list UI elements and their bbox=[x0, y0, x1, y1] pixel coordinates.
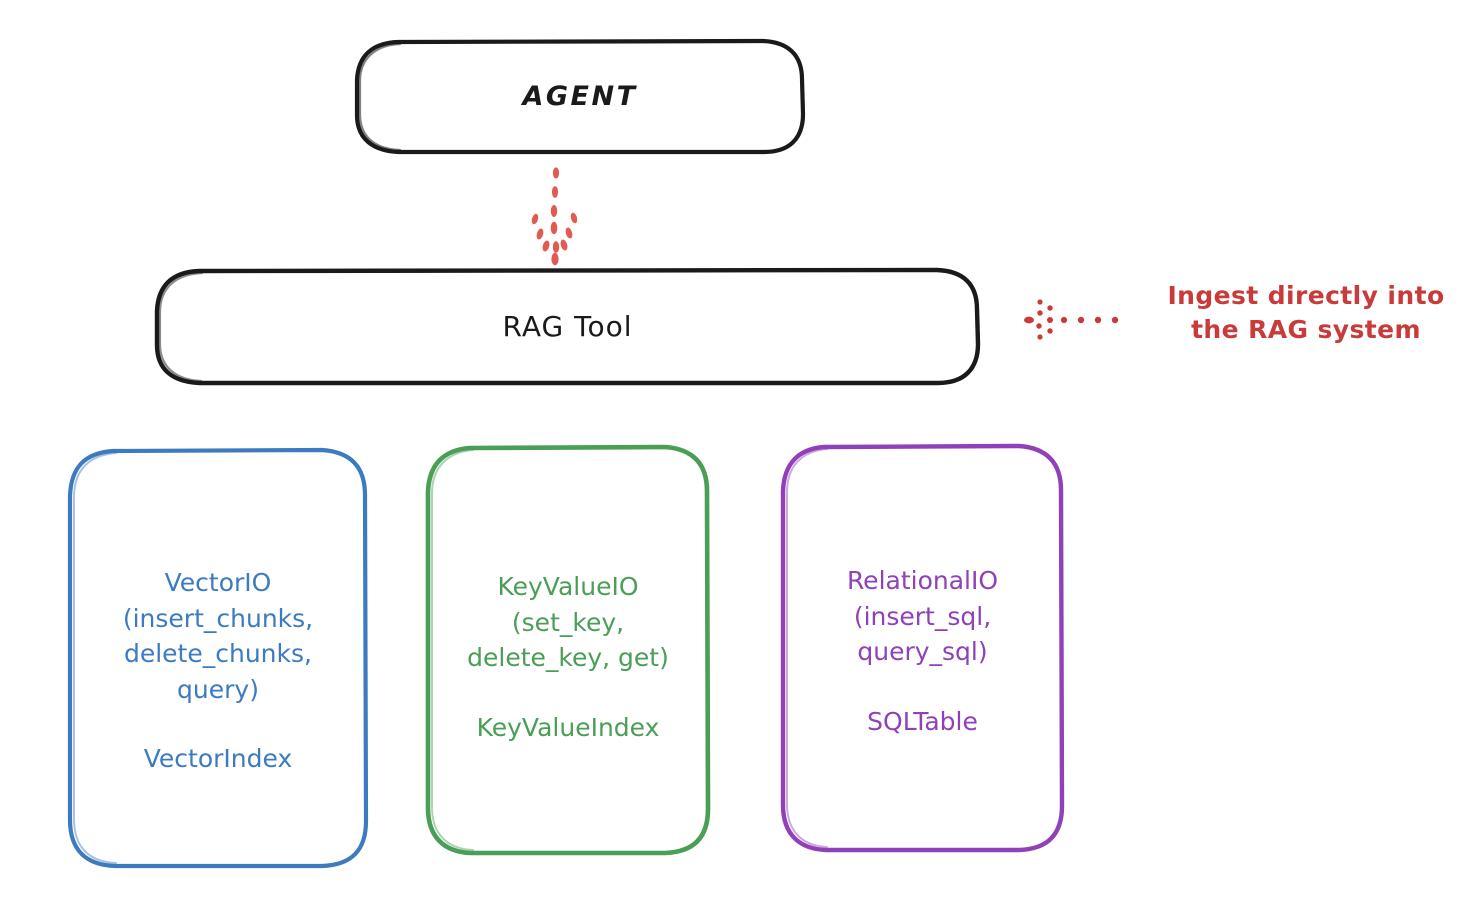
key-value-io-card-shape[interactable] bbox=[425, 444, 711, 856]
rag-tool-node-shape[interactable] bbox=[154, 267, 981, 386]
agent-node-shape[interactable] bbox=[354, 38, 806, 155]
relational-io-card-shape[interactable] bbox=[780, 443, 1065, 853]
ingest-note-connector-icon bbox=[1024, 299, 1119, 340]
agent-to-rag-connector-icon bbox=[531, 167, 578, 266]
vector-io-card-shape[interactable] bbox=[67, 447, 369, 869]
